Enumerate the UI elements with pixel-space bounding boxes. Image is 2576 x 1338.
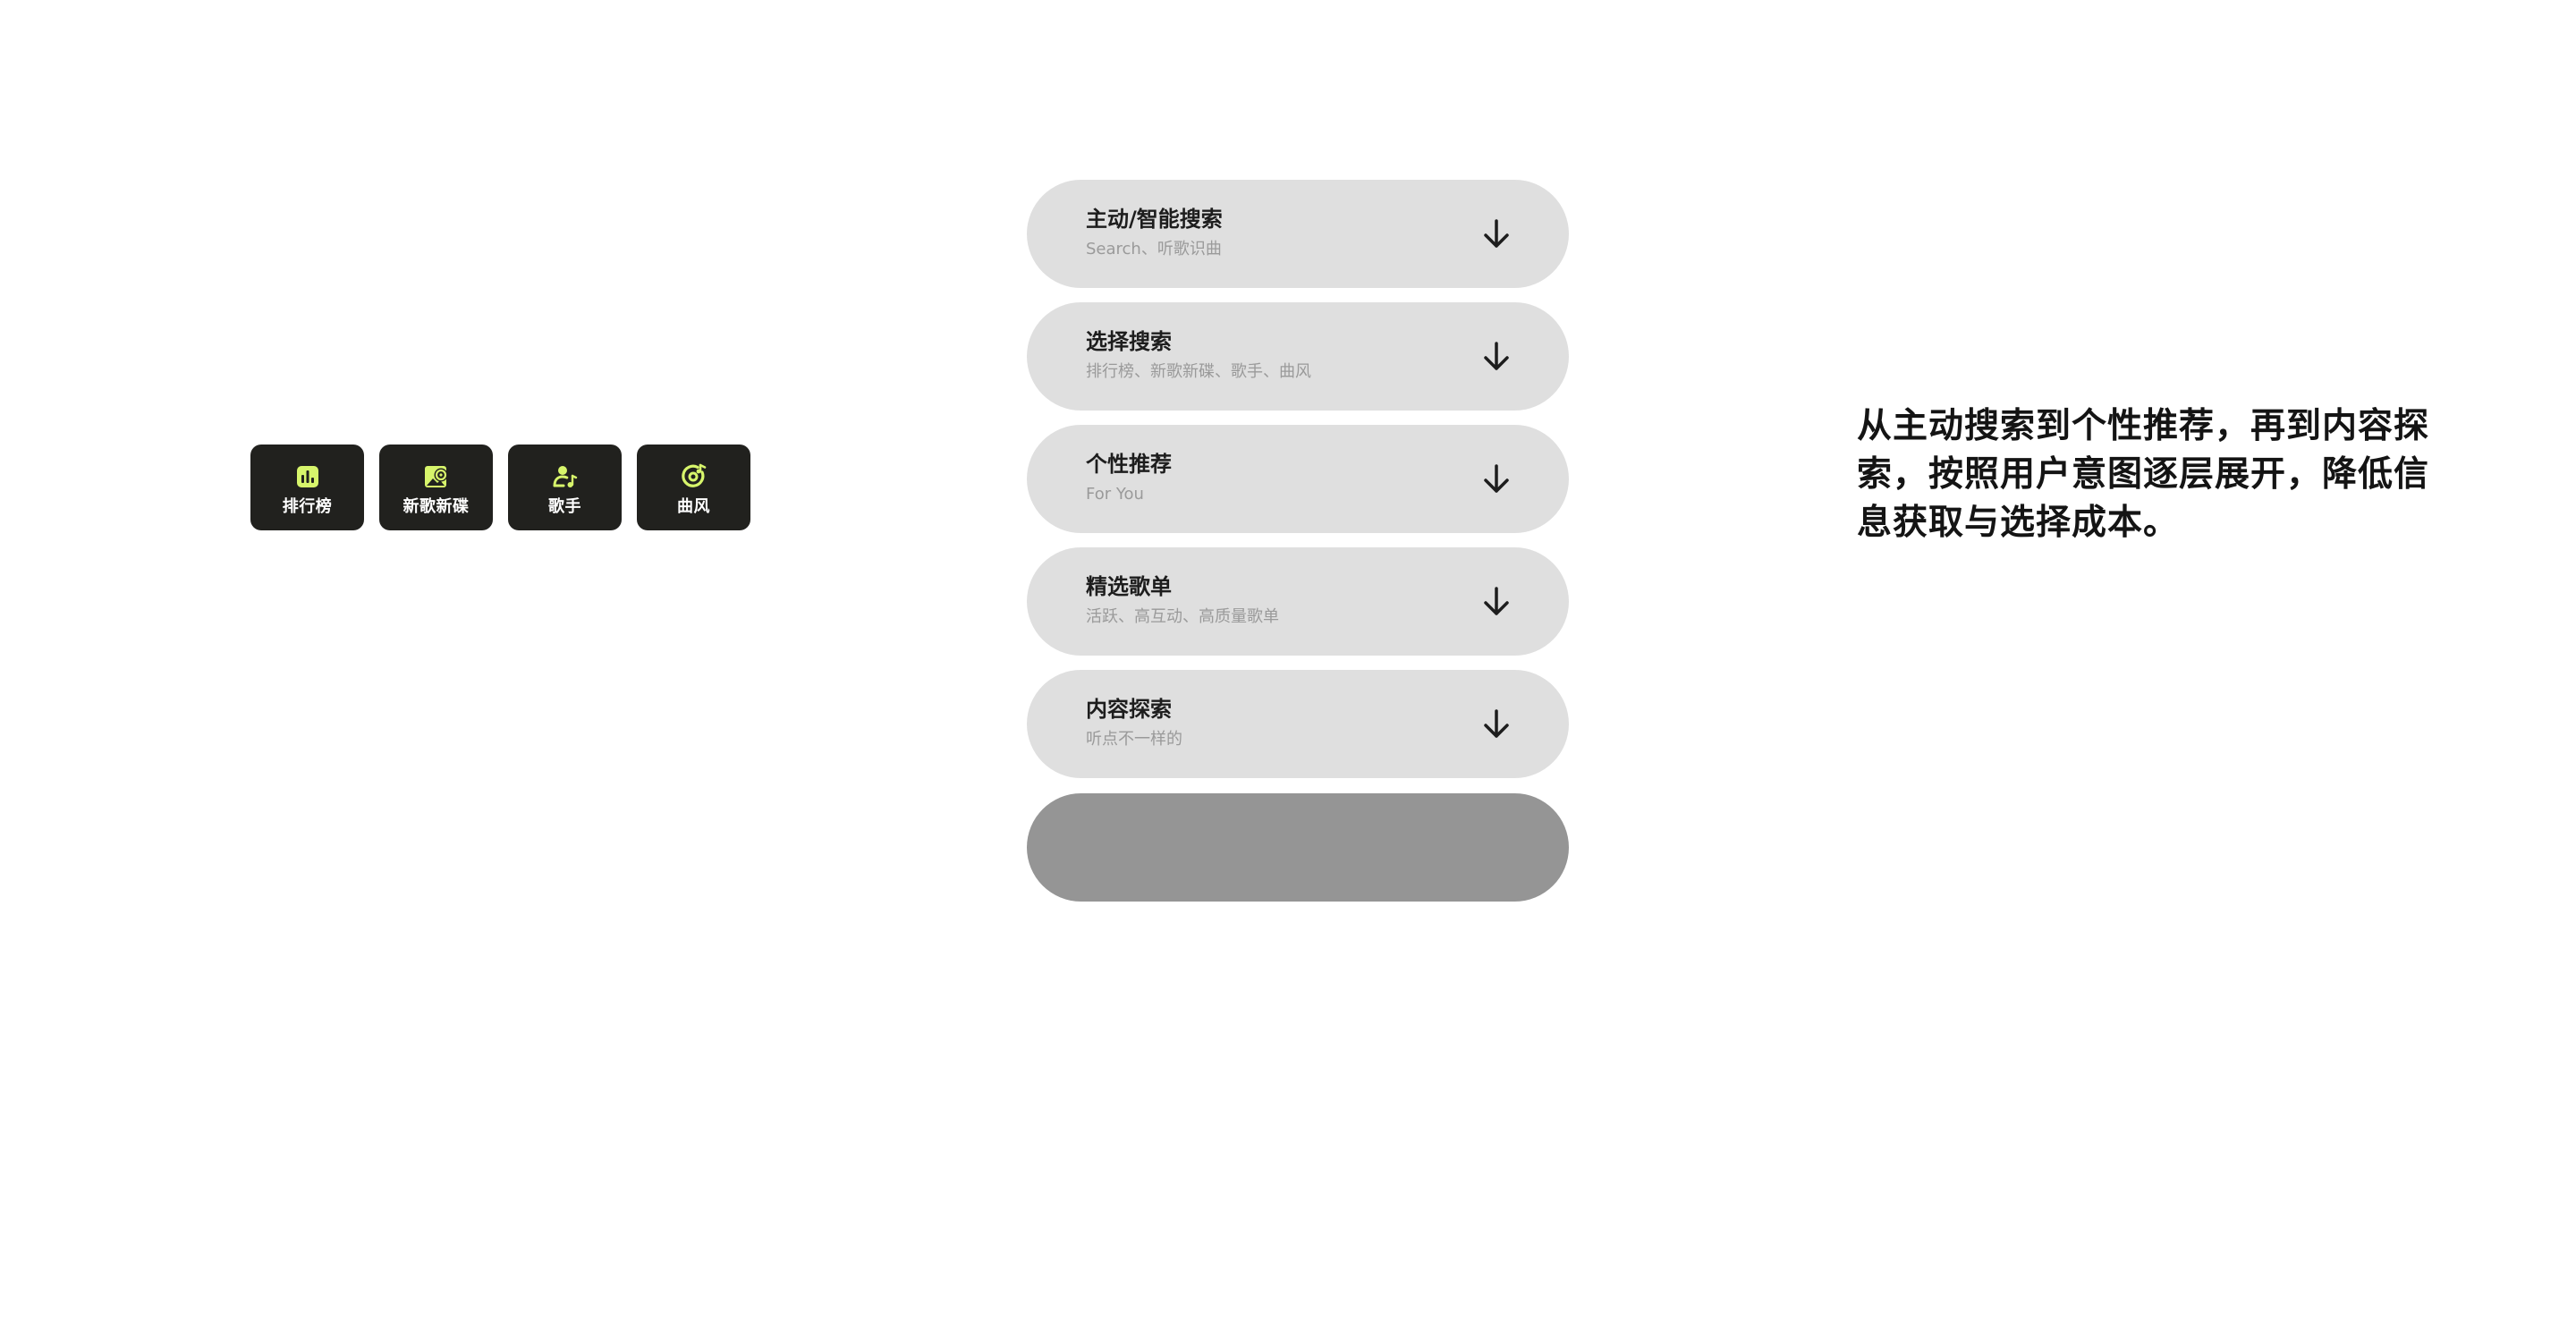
final-placeholder-row [1027, 793, 1569, 902]
tile-genres[interactable]: 曲风 [637, 445, 750, 530]
row-playlists[interactable]: 精选歌单 活跃、高互动、高质量歌单 [1027, 547, 1569, 656]
row-title: 内容探索 [1086, 697, 1172, 722]
tile-label: 新歌新碟 [402, 497, 470, 516]
row-subtitle: Search、听歌识曲 [1086, 240, 1222, 258]
row-for-you[interactable]: 个性推荐 For You [1027, 425, 1569, 533]
tile-charts[interactable]: 排行榜 [250, 445, 364, 530]
album-icon [424, 466, 447, 487]
hierarchy-stack: 主动/智能搜索 Search、听歌识曲 选择搜索 排行榜、新歌新碟、歌手、曲风 … [1027, 180, 1569, 902]
row-title: 主动/智能搜索 [1086, 207, 1223, 232]
arrow-down-icon [1484, 464, 1509, 493]
tile-singers[interactable]: 歌手 [508, 445, 622, 530]
row-subtitle: 排行榜、新歌新碟、歌手、曲风 [1086, 362, 1311, 381]
row-title: 精选歌单 [1086, 574, 1172, 599]
row-subtitle: For You [1086, 485, 1144, 504]
category-tiles: 排行榜 新歌新碟 歌手 [250, 445, 750, 530]
tile-label: 曲风 [677, 497, 710, 516]
arrow-down-icon [1484, 342, 1509, 370]
arrow-down-icon [1484, 709, 1509, 738]
tile-label: 排行榜 [282, 497, 333, 516]
arrow-down-icon [1484, 587, 1509, 615]
description-text: 从主动搜索到个性推荐，再到内容探索，按照用户意图逐层展开，降低信息获取与选择成本… [1857, 406, 2430, 543]
row-subtitle: 活跃、高互动、高质量歌单 [1086, 607, 1279, 626]
singer-icon [553, 466, 577, 487]
arrow-down-icon [1484, 219, 1509, 248]
row-explore[interactable]: 内容探索 听点不一样的 [1027, 670, 1569, 778]
row-title: 个性推荐 [1086, 452, 1172, 477]
tile-new-releases[interactable]: 新歌新碟 [379, 445, 493, 530]
row-title: 选择搜索 [1086, 329, 1172, 354]
row-smart-search[interactable]: 主动/智能搜索 Search、听歌识曲 [1027, 180, 1569, 288]
tile-label: 歌手 [548, 497, 581, 516]
row-subtitle: 听点不一样的 [1086, 730, 1182, 749]
row-browse-search[interactable]: 选择搜索 排行榜、新歌新碟、歌手、曲风 [1027, 302, 1569, 411]
music-disc-icon [681, 463, 706, 487]
bar-chart-icon [296, 466, 318, 487]
